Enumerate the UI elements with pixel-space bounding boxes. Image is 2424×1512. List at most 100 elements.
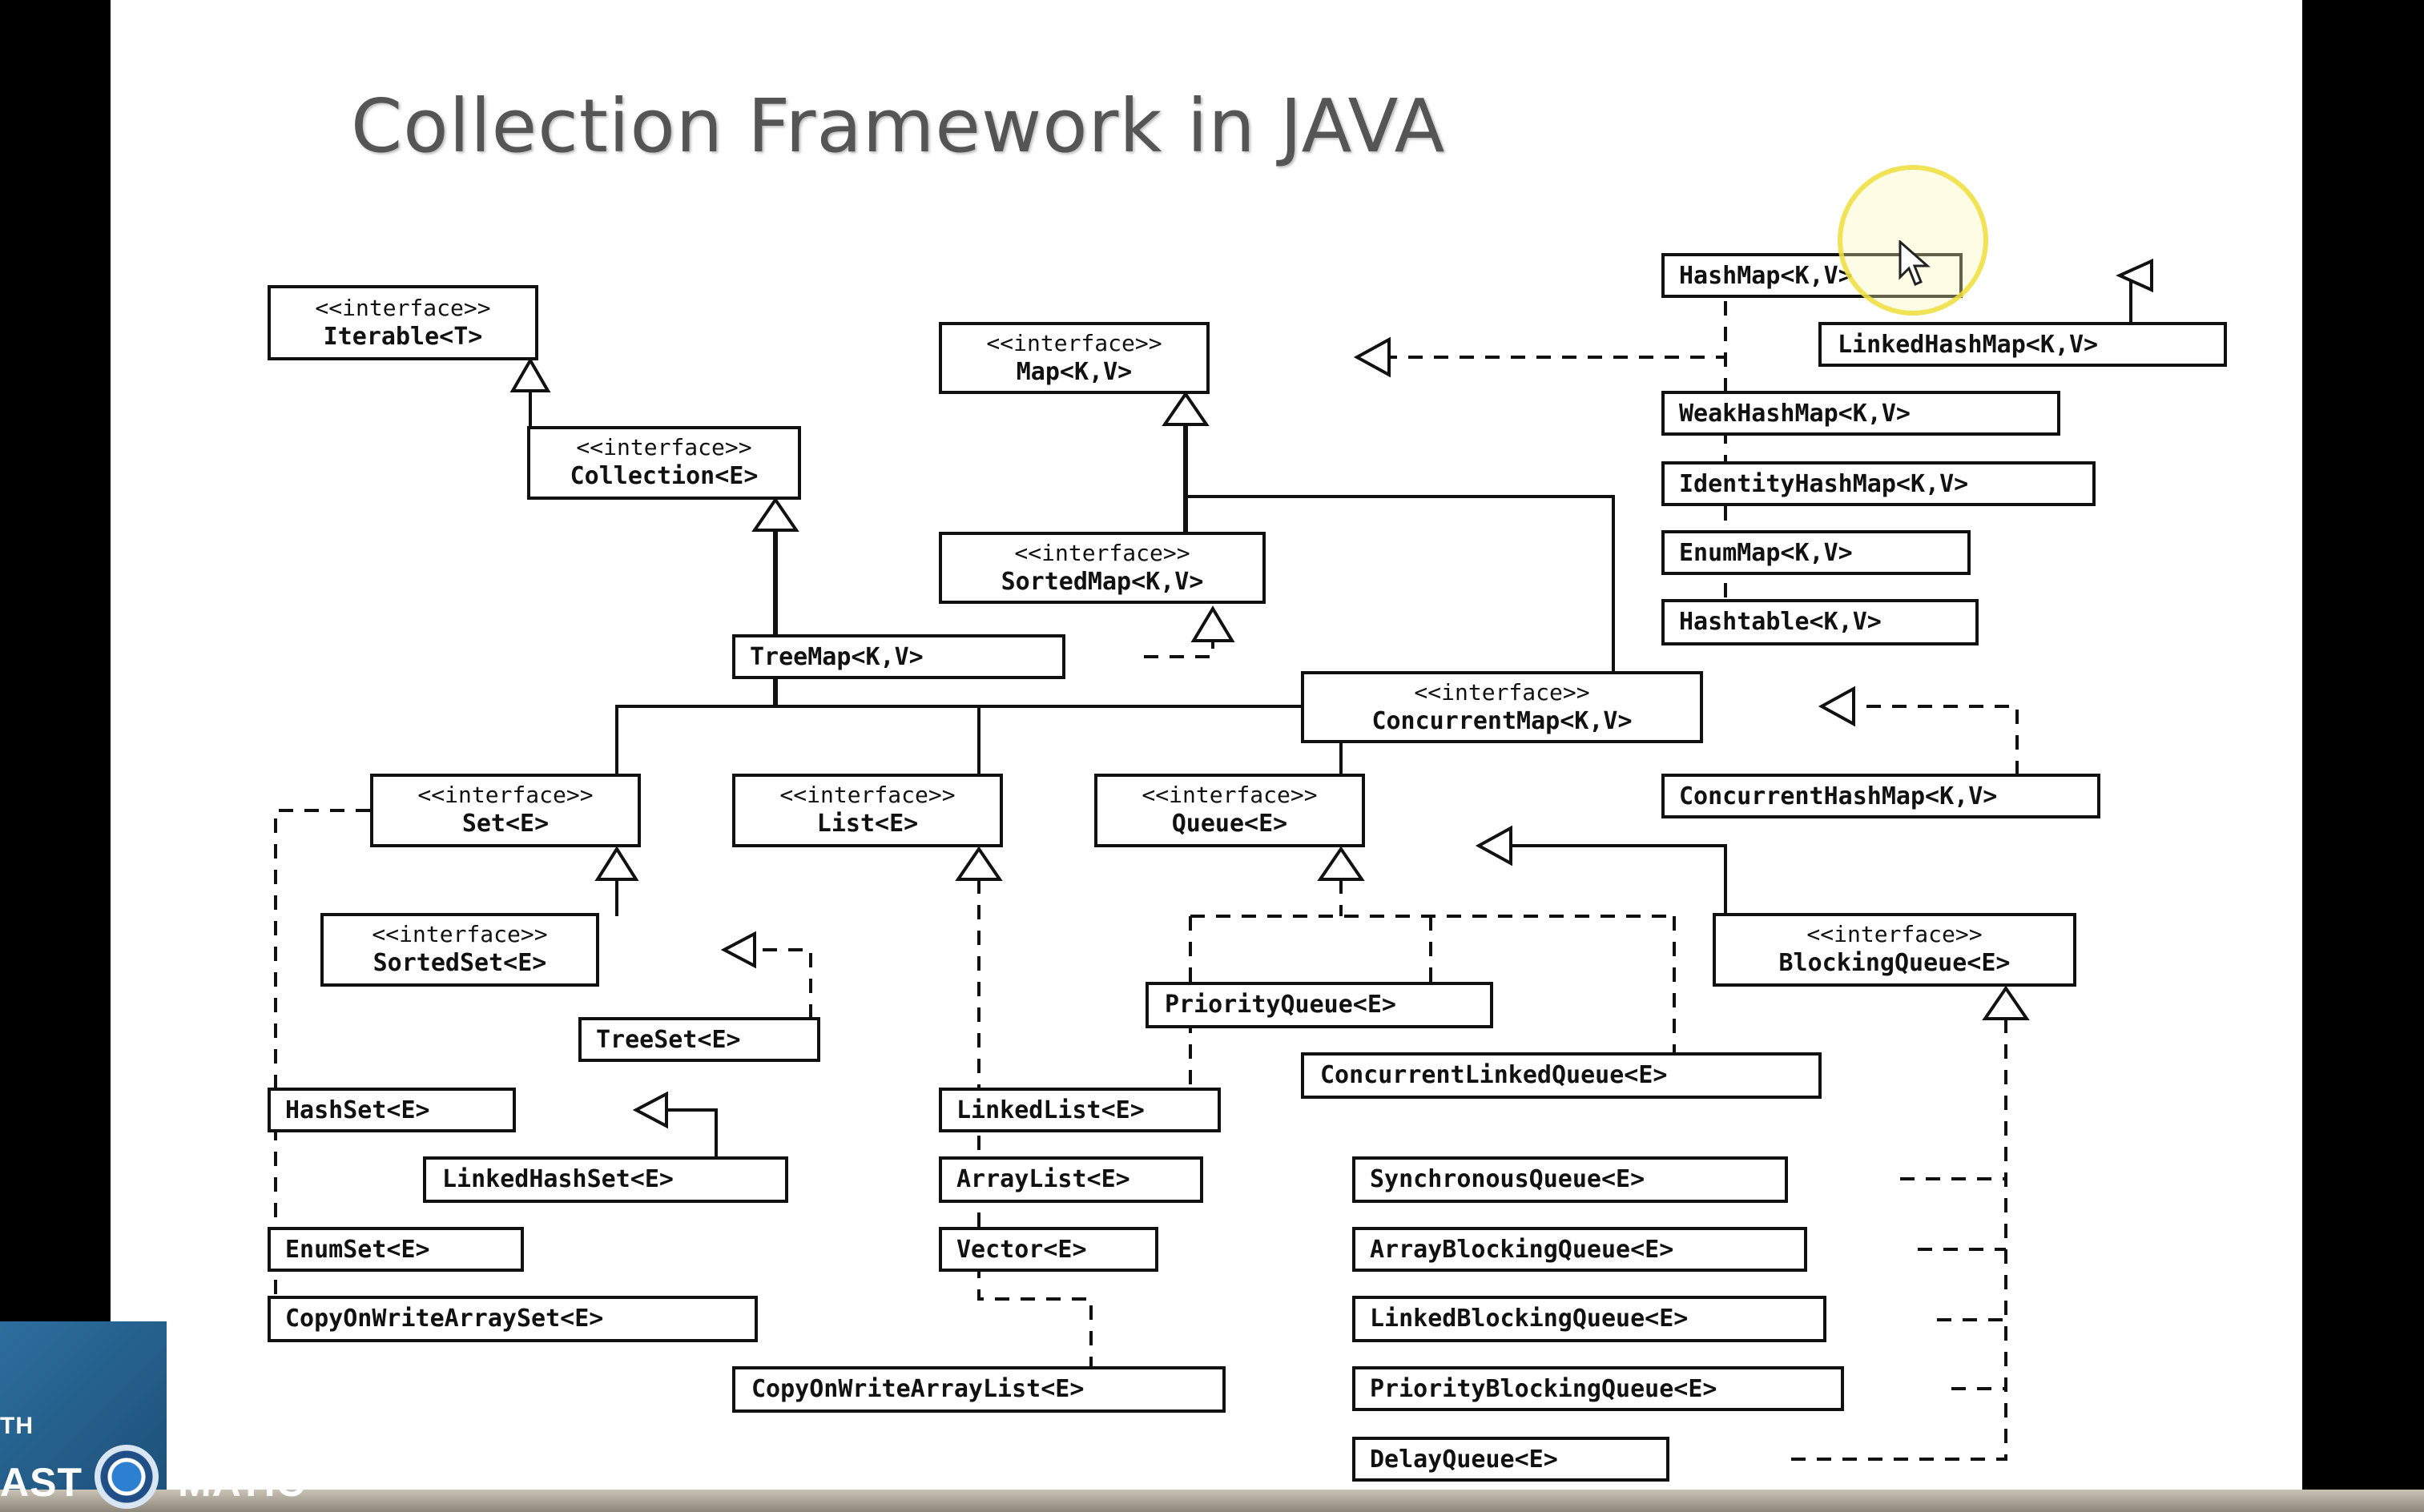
class-box-copyonwritearraylist: CopyOnWriteArrayList<E>: [732, 1366, 1226, 1413]
svg-text:ArrayList<E>: ArrayList<E>: [956, 1165, 1130, 1193]
class-box-synchronousqueue: SynchronousQueue<E>: [1352, 1156, 1788, 1203]
class-box-vector: Vector<E>: [939, 1227, 1158, 1272]
arrowhead-collection: [751, 497, 799, 532]
svg-text:<<interface>>: <<interface>>: [576, 434, 751, 460]
svg-text:<<interface>>: <<interface>>: [1806, 921, 1982, 947]
svg-text:<<interface>>: <<interface>>: [779, 782, 955, 808]
arrowhead-set: [594, 846, 639, 881]
slide: Collection Framework in JAVA: [111, 0, 2302, 1498]
class-box-copyonwritearrayset: CopyOnWriteArraySet<E>: [268, 1296, 758, 1342]
class-box-linkedblockingqueue: LinkedBlockingQueue<E>: [1352, 1296, 1826, 1342]
class-box-treeset: TreeSet<E>: [578, 1017, 820, 1062]
class-box-concurrentlinkedqueue: ConcurrentLinkedQueue<E>: [1301, 1052, 1822, 1099]
record-logo-icon: [95, 1445, 159, 1509]
svg-text:PriorityBlockingQueue<E>: PriorityBlockingQueue<E>: [1370, 1375, 1717, 1403]
arrowhead-hashmap: [2116, 258, 2153, 293]
svg-text:List<E>: List<E>: [817, 810, 918, 838]
class-box-enumset: EnumSet<E>: [268, 1227, 524, 1272]
svg-text:WeakHashMap<K,V>: WeakHashMap<K,V>: [1679, 400, 1911, 428]
svg-text:<<interface>>: <<interface>>: [315, 295, 490, 321]
mouse-pointer-icon: [1899, 240, 1931, 286]
arrowhead-hashset: [632, 1091, 668, 1129]
class-box-sortedmap: <<interface>> SortedMap<K,V>: [939, 532, 1266, 604]
svg-text:LinkedHashSet<E>: LinkedHashSet<E>: [442, 1165, 674, 1193]
arrowhead-concurrentmap: [1818, 686, 1855, 727]
watermark-right-text: MATIC: [178, 1460, 306, 1505]
class-box-enummap: EnumMap<K,V>: [1661, 530, 1971, 575]
svg-text:<<interface>>: <<interface>>: [1014, 540, 1190, 566]
svg-text:Set<E>: Set<E>: [462, 810, 549, 838]
slide-title: Collection Framework in JAVA: [351, 83, 1446, 169]
svg-text:CopyOnWriteArraySet<E>: CopyOnWriteArraySet<E>: [285, 1305, 603, 1333]
class-box-hashset: HashSet<E>: [268, 1088, 516, 1132]
svg-text:Collection<E>: Collection<E>: [570, 462, 759, 490]
svg-text:CopyOnWriteArrayList<E>: CopyOnWriteArrayList<E>: [751, 1375, 1084, 1403]
svg-text:ArrayBlockingQueue<E>: ArrayBlockingQueue<E>: [1370, 1236, 1673, 1264]
svg-text:ConcurrentLinkedQueue<E>: ConcurrentLinkedQueue<E>: [1320, 1061, 1667, 1089]
class-box-concurrenthashmap: ConcurrentHashMap<K,V>: [1661, 774, 2100, 818]
recorder-watermark: TH AST MATIC: [0, 1393, 336, 1509]
arrowhead-queue-blocking: [1475, 825, 1512, 867]
svg-text:Hashtable<K,V>: Hashtable<K,V>: [1679, 608, 1882, 636]
edge-treeset-sortedset: [755, 948, 812, 1019]
class-box-blockingqueue: <<interface>> BlockingQueue<E>: [1713, 913, 2076, 987]
svg-text:TreeSet<E>: TreeSet<E>: [596, 1026, 741, 1054]
svg-text:ConcurrentMap<K,V>: ConcurrentMap<K,V>: [1371, 707, 1632, 735]
class-box-map: <<interface>> Map<K,V>: [939, 322, 1210, 394]
right-black-border: [2302, 0, 2424, 1512]
svg-text:LinkedBlockingQueue<E>: LinkedBlockingQueue<E>: [1370, 1305, 1688, 1333]
arrowhead-map: [1162, 391, 1210, 426]
svg-text:BlockingQueue<E>: BlockingQueue<E>: [1779, 949, 2011, 977]
class-box-arraylist: ArrayList<E>: [939, 1156, 1203, 1203]
left-black-border: [0, 0, 111, 1512]
arrowhead-sortedmap: [1190, 605, 1235, 642]
class-box-list: <<interface>> List<E>: [732, 774, 1003, 847]
class-box-set: <<interface>> Set<E>: [370, 774, 641, 847]
class-box-concurrentmap: <<interface>> ConcurrentMap<K,V>: [1301, 671, 1703, 743]
class-box-hashtable: Hashtable<K,V>: [1661, 599, 1979, 645]
class-box-priorityblockingqueue: PriorityBlockingQueue<E>: [1352, 1366, 1844, 1411]
svg-text:<<interface>>: <<interface>>: [417, 782, 593, 808]
svg-text:PriorityQueue<E>: PriorityQueue<E>: [1165, 991, 1396, 1019]
edge-blockingqueues-bus: [1780, 1019, 2007, 1461]
watermark-line1: TH: [0, 1413, 34, 1439]
svg-text:Map<K,V>: Map<K,V>: [1017, 358, 1133, 386]
class-box-iterable: <<interface>> Iterable<T>: [268, 285, 538, 360]
svg-text:IdentityHashMap<K,V>: IdentityHashMap<K,V>: [1679, 470, 1968, 498]
class-box-linkedhashmap: LinkedHashMap<K,V>: [1818, 322, 2227, 367]
svg-text:TreeMap<K,V>: TreeMap<K,V>: [750, 643, 924, 671]
arrowhead-blockingqueue: [1982, 985, 2030, 1020]
class-diagram: <<interface>> Iterable<T> <<interface>> …: [268, 253, 2227, 1482]
arrowhead-sortedset: [720, 931, 756, 969]
edge-linkedhashmap-hashmap: [2120, 274, 2132, 324]
class-box-weakhashmap: WeakHashMap<K,V>: [1661, 391, 2060, 436]
edge-collection-branch: [615, 705, 1343, 775]
arrowhead-map-impl: [1353, 336, 1391, 378]
taskbar-strip: [0, 1490, 2424, 1512]
svg-text:HashSet<E>: HashSet<E>: [285, 1096, 430, 1124]
edge-treemap-sortedmap: [1144, 641, 1214, 658]
arrowhead-iterable: [509, 357, 551, 392]
svg-text:Vector<E>: Vector<E>: [956, 1236, 1087, 1264]
svg-text:EnumMap<K,V>: EnumMap<K,V>: [1679, 539, 1853, 567]
svg-text:<<interface>>: <<interface>>: [986, 330, 1162, 356]
svg-text:SynchronousQueue<E>: SynchronousQueue<E>: [1370, 1165, 1645, 1193]
class-box-sortedset: <<interface>> SortedSet<E>: [320, 913, 599, 987]
svg-text:EnumSet<E>: EnumSet<E>: [285, 1236, 430, 1264]
class-box-priorityqueue: PriorityQueue<E>: [1146, 982, 1493, 1028]
svg-text:LinkedHashMap<K,V>: LinkedHashMap<K,V>: [1838, 331, 2098, 359]
svg-text:LinkedList<E>: LinkedList<E>: [956, 1096, 1145, 1124]
class-box-delayqueue: DelayQueue<E>: [1352, 1437, 1669, 1482]
watermark-left-text: AST: [0, 1460, 83, 1505]
class-box-queue: <<interface>> Queue<E>: [1094, 774, 1365, 847]
edge-concurrentmap-map: [1186, 495, 1615, 673]
svg-text:SortedMap<K,V>: SortedMap<K,V>: [1001, 568, 1204, 596]
class-box-identityhashmap: IdentityHashMap<K,V>: [1661, 461, 2096, 506]
arrowhead-list: [955, 846, 1003, 881]
svg-text:Iterable<T>: Iterable<T>: [324, 323, 483, 351]
svg-text:SortedSet<E>: SortedSet<E>: [373, 949, 547, 977]
arrowhead-queue: [1317, 846, 1365, 881]
svg-text:<<interface>>: <<interface>>: [1414, 679, 1589, 706]
svg-text:<<interface>>: <<interface>>: [1142, 782, 1317, 808]
edge-linkedhashset-hashset: [666, 1108, 718, 1158]
